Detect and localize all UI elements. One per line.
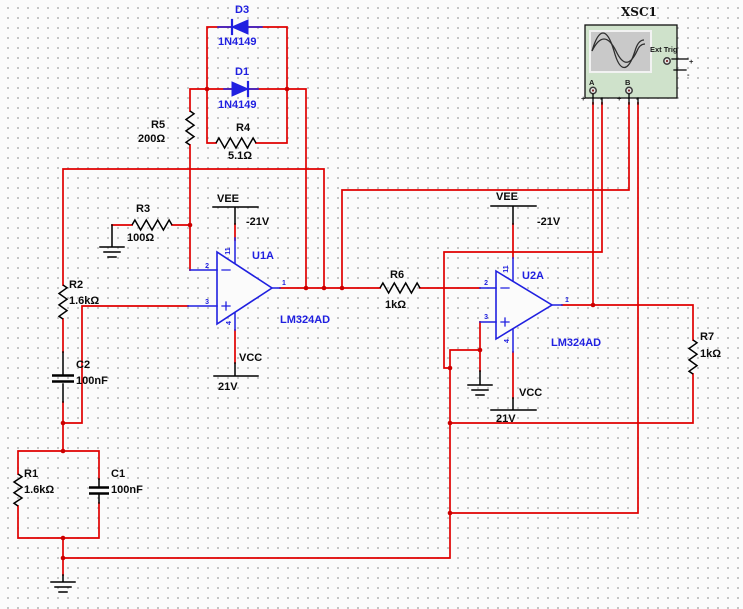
u2a-refdes[interactable]: U2A: [522, 270, 544, 282]
u2a-pin-out: 1: [565, 297, 569, 304]
u1a-pin-vplus: 4: [226, 321, 233, 325]
vee-u2a-value[interactable]: -21V: [537, 216, 561, 228]
r5-value[interactable]: 200Ω: [138, 133, 165, 145]
r5-refdes[interactable]: R5: [151, 119, 165, 131]
r1-refdes[interactable]: R1: [24, 468, 38, 480]
power-vcc-u2a[interactable]: VCC 21V: [490, 387, 542, 425]
channel-b-terminal-center: [627, 89, 631, 92]
r2-value[interactable]: 1.6kΩ: [69, 295, 99, 307]
u1a-pin-inv: 2: [205, 263, 209, 270]
u2a-pin-vplus: 4: [504, 339, 511, 343]
diode-d3[interactable]: D3 1N4149: [217, 4, 263, 48]
resistor-r2[interactable]: R2 1.6kΩ: [57, 279, 99, 320]
resistor-r6[interactable]: R6 1kΩ: [379, 269, 421, 311]
channel-b-label: B: [625, 78, 631, 87]
opamp-u2a[interactable]: 2 3 1 11 4 U2A LM324AD: [479, 257, 601, 353]
vee-u2a-label: VEE: [496, 191, 518, 203]
wire-wien-net[interactable]: [62, 168, 325, 452]
u2a-pin-noninv: 3: [484, 314, 488, 321]
vcc-u1a-label: VCC: [239, 352, 262, 364]
xsc1-label[interactable]: XSC1: [621, 5, 657, 19]
r3-refdes[interactable]: R3: [136, 203, 150, 215]
diode-d1[interactable]: D1 1N4149: [218, 66, 259, 111]
vcc-u2a-value[interactable]: 21V: [496, 413, 516, 425]
ext-trig-minus: -: [687, 70, 690, 79]
wire-stage2-output-net[interactable]: [561, 102, 694, 341]
r4-refdes[interactable]: R4: [236, 122, 251, 134]
c1-refdes[interactable]: C1: [111, 468, 125, 480]
vcc-u2a-label: VCC: [519, 387, 542, 399]
vcc-u1a-value[interactable]: 21V: [218, 381, 238, 393]
ground-u2a[interactable]: [467, 370, 493, 396]
channel-a-label: A: [589, 78, 595, 87]
ground-bottom[interactable]: [50, 574, 76, 593]
u1a-pin-vminus: 11: [225, 247, 232, 255]
d3-value[interactable]: 1N4149: [218, 36, 257, 48]
ground-r3[interactable]: [99, 224, 125, 258]
c1-value[interactable]: 100nF: [111, 484, 143, 496]
u2a-part[interactable]: LM324AD: [551, 337, 601, 349]
wires: [17, 26, 694, 576]
c2-value[interactable]: 100nF: [76, 375, 108, 387]
u2a-pin-vminus: 11: [503, 265, 510, 273]
r7-value[interactable]: 1kΩ: [700, 348, 721, 360]
r1-value[interactable]: 1.6kΩ: [24, 484, 54, 496]
power-vee-u2a[interactable]: VEE -21V: [490, 191, 561, 228]
r6-refdes[interactable]: R6: [390, 269, 404, 281]
ext-trig-label: Ext Trig: [650, 45, 678, 54]
r4-value[interactable]: 5.1Ω: [228, 150, 252, 162]
resistor-r7[interactable]: R7 1kΩ: [687, 331, 721, 375]
power-vcc-u1a[interactable]: VCC 21V: [213, 352, 262, 393]
r3-value[interactable]: 100Ω: [127, 232, 154, 244]
d1-value[interactable]: 1N4149: [218, 99, 257, 111]
junction-dots: [60, 86, 596, 561]
channel-a-terminal-center: [591, 89, 595, 92]
wire-ground-net[interactable]: [17, 102, 694, 576]
ext-trig-terminal-center: [665, 59, 669, 63]
power-vee-u1a[interactable]: VEE -21V: [212, 193, 270, 228]
c2-refdes[interactable]: C2: [76, 359, 90, 371]
resistor-r3[interactable]: R3 100Ω: [127, 203, 173, 244]
u1a-pin-out: 1: [282, 280, 286, 287]
scope-waveform-large: [591, 32, 645, 69]
ext-trig-plus: +: [689, 57, 694, 66]
resistor-r5[interactable]: R5 200Ω: [138, 110, 196, 146]
d3-refdes[interactable]: D3: [235, 4, 249, 16]
capacitor-c2[interactable]: C2 100nF: [52, 351, 108, 403]
u2a-pin-inv: 2: [484, 280, 488, 287]
scope-waveform-small: [591, 38, 646, 63]
vee-u1a-label: VEE: [217, 193, 239, 205]
opamp-u1a[interactable]: 2 3 1 11 4 U1A LM324AD: [187, 237, 330, 331]
d1-refdes[interactable]: D1: [235, 66, 249, 78]
u1a-refdes[interactable]: U1A: [252, 250, 274, 262]
capacitor-c1[interactable]: C1 100nF: [89, 468, 143, 504]
oscilloscope-xsc1[interactable]: XSC1 Ext Trig + - A B + - + -: [581, 5, 694, 105]
u1a-part[interactable]: LM324AD: [280, 314, 330, 326]
r7-refdes[interactable]: R7: [700, 331, 714, 343]
r6-value[interactable]: 1kΩ: [385, 299, 406, 311]
wire-supply-stems[interactable]: [234, 223, 514, 399]
vee-u1a-value[interactable]: -21V: [246, 216, 270, 228]
resistor-r4[interactable]: R4 5.1Ω: [215, 122, 257, 162]
wire-stage1-output-net[interactable]: [279, 102, 630, 289]
r2-refdes[interactable]: R2: [69, 279, 83, 291]
channel-b-plus: +: [617, 94, 622, 103]
resistor-r1[interactable]: R1 1.6kΩ: [12, 468, 54, 507]
u1a-pin-noninv: 3: [205, 299, 209, 306]
channel-a-plus: +: [581, 94, 586, 103]
wire-feedback-net[interactable]: [111, 26, 307, 289]
